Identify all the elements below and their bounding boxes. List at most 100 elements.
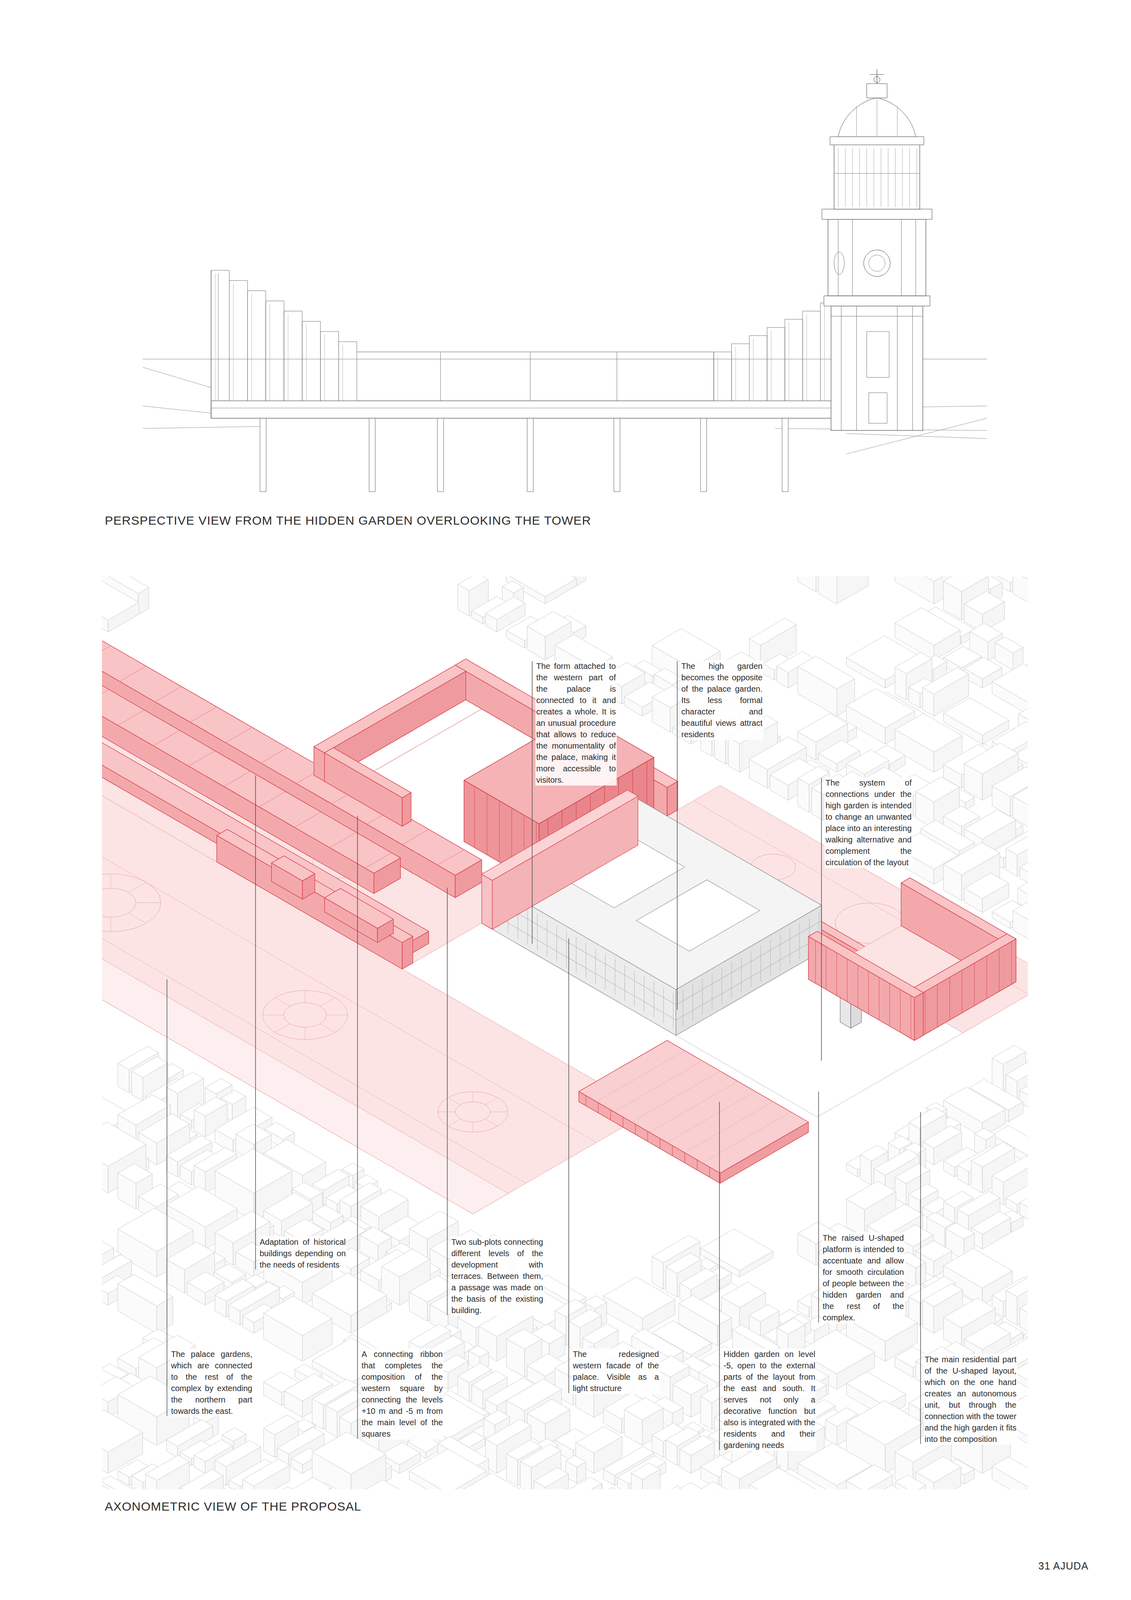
context-building [527,611,572,637]
garden-spoke [135,902,161,903]
context-building [582,1323,619,1344]
context-building [520,1443,562,1467]
context-building [242,1458,290,1486]
drawing-line [838,219,839,296]
garden-spoke [472,1121,473,1132]
palace-window-line [760,945,761,982]
drawing-line [440,351,441,401]
fin-line [825,946,827,989]
garden-column [709,1166,710,1177]
context-building [359,1226,392,1245]
glass-panel [320,331,339,401]
context-building [457,576,489,591]
glass-panel [229,280,248,401]
palace-window-line [711,973,713,1010]
palace-window-line [721,967,722,1004]
palace-window-line [546,919,548,956]
garden-spoke [275,997,291,1006]
roof-line [402,829,429,845]
garden-spoke [110,916,111,932]
roof-line [437,849,464,865]
fin-line [836,952,837,995]
context-building [485,596,526,620]
platform-slab [211,400,847,419]
garden-spoke [485,1118,498,1126]
palace-window-line [527,908,528,945]
callout-note: The system of connections under the high… [824,776,913,868]
context-building [1005,1274,1028,1296]
context-building [468,1345,489,1357]
context-building [818,576,837,604]
drawing-line [530,351,531,401]
context-building [1012,779,1028,807]
glass-panel [338,341,358,401]
drawing-line [859,147,860,208]
context-building [894,607,961,646]
palace-window-line [799,923,800,959]
fin-line [962,969,963,1013]
roof-line [365,852,392,868]
context-building [166,1241,215,1270]
drawing-line [211,407,847,409]
context-building [194,1096,228,1116]
context-building [312,1272,387,1316]
garden-spoke [320,997,336,1006]
fin-line [499,800,500,862]
context-building [922,667,969,694]
glass-panel [211,270,230,401]
callout-note: Adaptation of historical buildings depen… [258,1235,347,1270]
palace-window-line [566,931,567,967]
glass-panel [802,311,821,401]
drawing-line [142,367,211,388]
context-building [506,1328,542,1349]
context-building [138,1113,190,1143]
garden-bed-line [667,1091,756,1143]
column [260,418,267,492]
drawing-line [880,147,882,208]
context-building [964,591,1005,615]
palace-window-line [624,964,625,1001]
roof-line [101,645,111,661]
garden-spoke [490,1111,508,1112]
garden-circle [437,1091,508,1132]
u-residential [914,992,924,1040]
drawing-line [873,147,875,208]
context-building [235,1123,272,1145]
context-building [846,688,915,728]
garden-spoke [128,912,146,923]
context-building [846,1399,923,1445]
garden-spoke [437,1111,456,1112]
garden-circle [101,873,161,932]
context-building [624,1397,664,1420]
roof-line [225,727,252,743]
context-building [534,1466,569,1487]
drawing-line [831,316,923,317]
drawing-line [866,147,867,208]
context-building [101,1475,149,1489]
garden-spoke [128,881,146,893]
callout-note: Two sub-plots connecting different level… [450,1235,544,1316]
page-number: 31 AJUDA [1038,1559,1089,1572]
context-building [1005,832,1028,855]
context-building [584,1295,607,1309]
view-title: AXONOMETRIC VIEW OF THE PROPOSAL [104,1498,362,1514]
context-building [1012,890,1028,921]
context-building [908,1183,939,1201]
connecting-ribbon [216,835,403,969]
roof-line [260,747,288,763]
fin-line [857,964,858,1008]
leader-line [821,777,822,1061]
context-building [568,1308,602,1328]
garden-bed-line [614,1060,703,1112]
drawing-line [912,305,913,431]
u-residential [914,938,1017,1040]
drawing-line [852,147,853,208]
context-building [797,655,855,689]
context-building [992,663,1028,705]
context-building [915,1456,961,1482]
context-building [721,1281,766,1308]
palace-window-line [604,953,606,990]
context-building [699,1481,732,1489]
garden-spoke [485,1097,498,1105]
u-residential [901,877,1017,944]
